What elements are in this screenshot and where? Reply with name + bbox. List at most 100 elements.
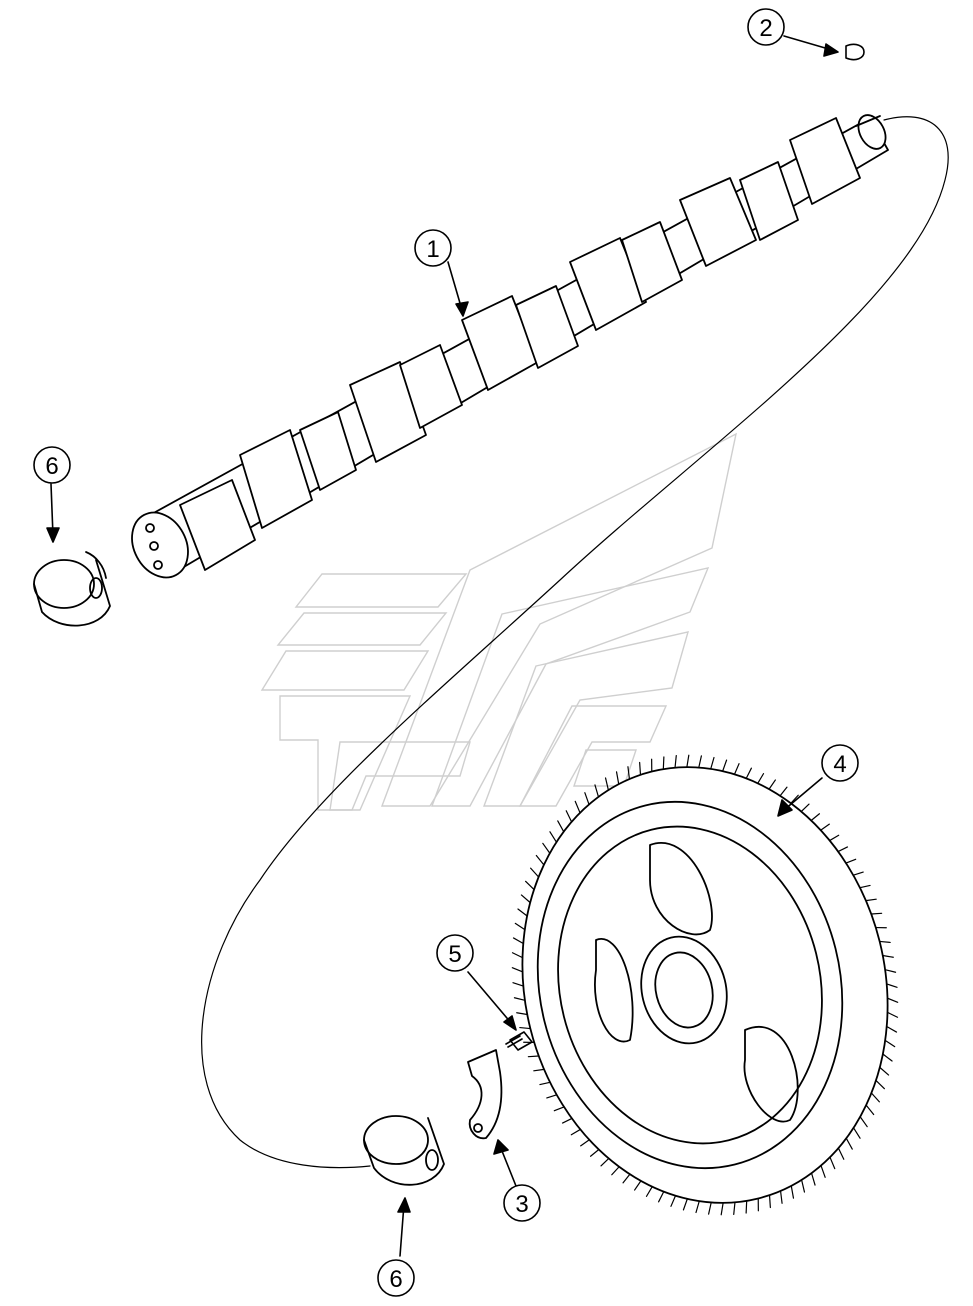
gear-tooth <box>733 763 740 775</box>
gear-tooth <box>845 858 857 864</box>
watermark-logo <box>260 432 737 811</box>
gear-tooth <box>886 997 899 1003</box>
camshaft-gear[interactable] <box>477 728 933 1242</box>
gear-tooth <box>525 880 535 891</box>
callout-2: 2 <box>747 8 785 46</box>
gear-tooth <box>600 1157 610 1167</box>
gear-teeth <box>511 754 899 1216</box>
gear-tooth <box>768 779 776 790</box>
gear-tooth <box>512 982 524 987</box>
gear-tooth <box>879 1066 890 1076</box>
thrust-plate[interactable] <box>467 1049 503 1140</box>
bushing-rear[interactable] <box>363 1115 445 1186</box>
gear-tooth <box>708 1201 712 1215</box>
gear-tooth <box>768 1194 771 1209</box>
gear-tooth <box>615 771 620 785</box>
leader-lines <box>46 35 839 1257</box>
gear-tooth <box>801 1179 806 1193</box>
gear-tooth <box>682 1198 688 1211</box>
gear-tooth <box>535 854 545 866</box>
gear-tooth <box>879 940 891 944</box>
gear-tooth <box>733 1201 736 1215</box>
key[interactable] <box>845 43 865 61</box>
callout-6-front: 6 <box>33 446 71 484</box>
gear-tooth <box>580 1139 590 1147</box>
bolt[interactable] <box>505 1031 533 1051</box>
gear-tooth <box>634 1180 642 1191</box>
gear-tooth <box>695 1200 700 1214</box>
gear-tooth <box>546 1094 558 1099</box>
callout-4-label: 4 <box>833 751 846 778</box>
gear-tooth <box>852 871 864 876</box>
gear-tooth <box>674 755 677 769</box>
gear-tooth <box>594 784 600 798</box>
gear-tooth <box>686 754 690 768</box>
gear-tooth <box>859 884 871 889</box>
gear-tooth <box>882 954 894 958</box>
gear-tooth <box>820 823 830 831</box>
gear-tooth <box>611 1166 620 1176</box>
gear-tooth <box>513 997 526 1001</box>
gear-tooth <box>511 967 524 973</box>
gear-tooth <box>870 912 883 915</box>
gear-tooth <box>639 761 642 776</box>
gear-tooth <box>670 1195 677 1207</box>
callout-3-label: 3 <box>515 1191 528 1218</box>
gear-tooth <box>520 894 531 904</box>
gear-tooth <box>886 1011 899 1018</box>
gear-tooth <box>837 846 849 853</box>
gear-tooth <box>820 1164 826 1178</box>
gear-tooth <box>865 1104 875 1116</box>
gear-tooth <box>829 1156 836 1170</box>
gear-tooth <box>512 937 524 945</box>
camshaft[interactable] <box>121 110 891 587</box>
gear-tooth <box>662 756 665 770</box>
gear-tooth <box>829 834 840 842</box>
callout-6-rear-label: 6 <box>389 1266 402 1293</box>
gear-tooth <box>882 1053 893 1062</box>
gear-tooth <box>845 1137 853 1150</box>
gear-tooth <box>584 792 590 806</box>
gear-tooth <box>859 1116 868 1128</box>
gear-tooth <box>533 1068 545 1072</box>
callout-6-rear: 6 <box>377 1259 415 1297</box>
gear-tooth <box>870 1092 881 1103</box>
gear-tooth <box>557 820 565 833</box>
gear-tooth <box>622 1173 631 1184</box>
gear-tooth <box>604 777 609 791</box>
gear-tooth <box>527 1055 540 1058</box>
callout-5-label: 5 <box>448 941 461 968</box>
callout-6-front-label: 6 <box>45 453 58 480</box>
gear-tooth <box>800 803 810 813</box>
assembly-path-line <box>201 116 949 1169</box>
gear-tooth <box>542 842 551 854</box>
callout-1-label: 1 <box>426 236 439 263</box>
callout-3: 3 <box>503 1184 541 1222</box>
gear-tooth <box>645 1186 653 1197</box>
gear-tooth <box>779 786 788 797</box>
gear-tooth <box>698 755 702 769</box>
gear-tooth <box>589 1148 600 1157</box>
gear-tooth <box>810 813 821 822</box>
gear-tooth <box>519 1026 531 1030</box>
gear-tooth <box>517 908 528 917</box>
gear-tooth <box>886 983 898 988</box>
gear-tooth <box>574 800 581 814</box>
gear-tooth <box>745 1200 748 1214</box>
bushing-front[interactable] <box>33 551 111 627</box>
gear-tooth <box>884 1039 896 1048</box>
gear-tooth <box>757 773 765 784</box>
gear-tooth <box>779 1190 783 1204</box>
gear-tooth <box>565 810 573 823</box>
callout-1: 1 <box>414 229 452 267</box>
gear-tooth <box>539 1081 551 1086</box>
gear-tooth <box>865 898 877 902</box>
gear-tooth <box>549 831 558 843</box>
gear-tooth <box>720 1202 724 1216</box>
gear-tooth <box>561 1117 573 1124</box>
gear-tooth <box>884 969 897 973</box>
callout-4: 4 <box>821 744 859 782</box>
gear-tooth <box>529 867 540 878</box>
